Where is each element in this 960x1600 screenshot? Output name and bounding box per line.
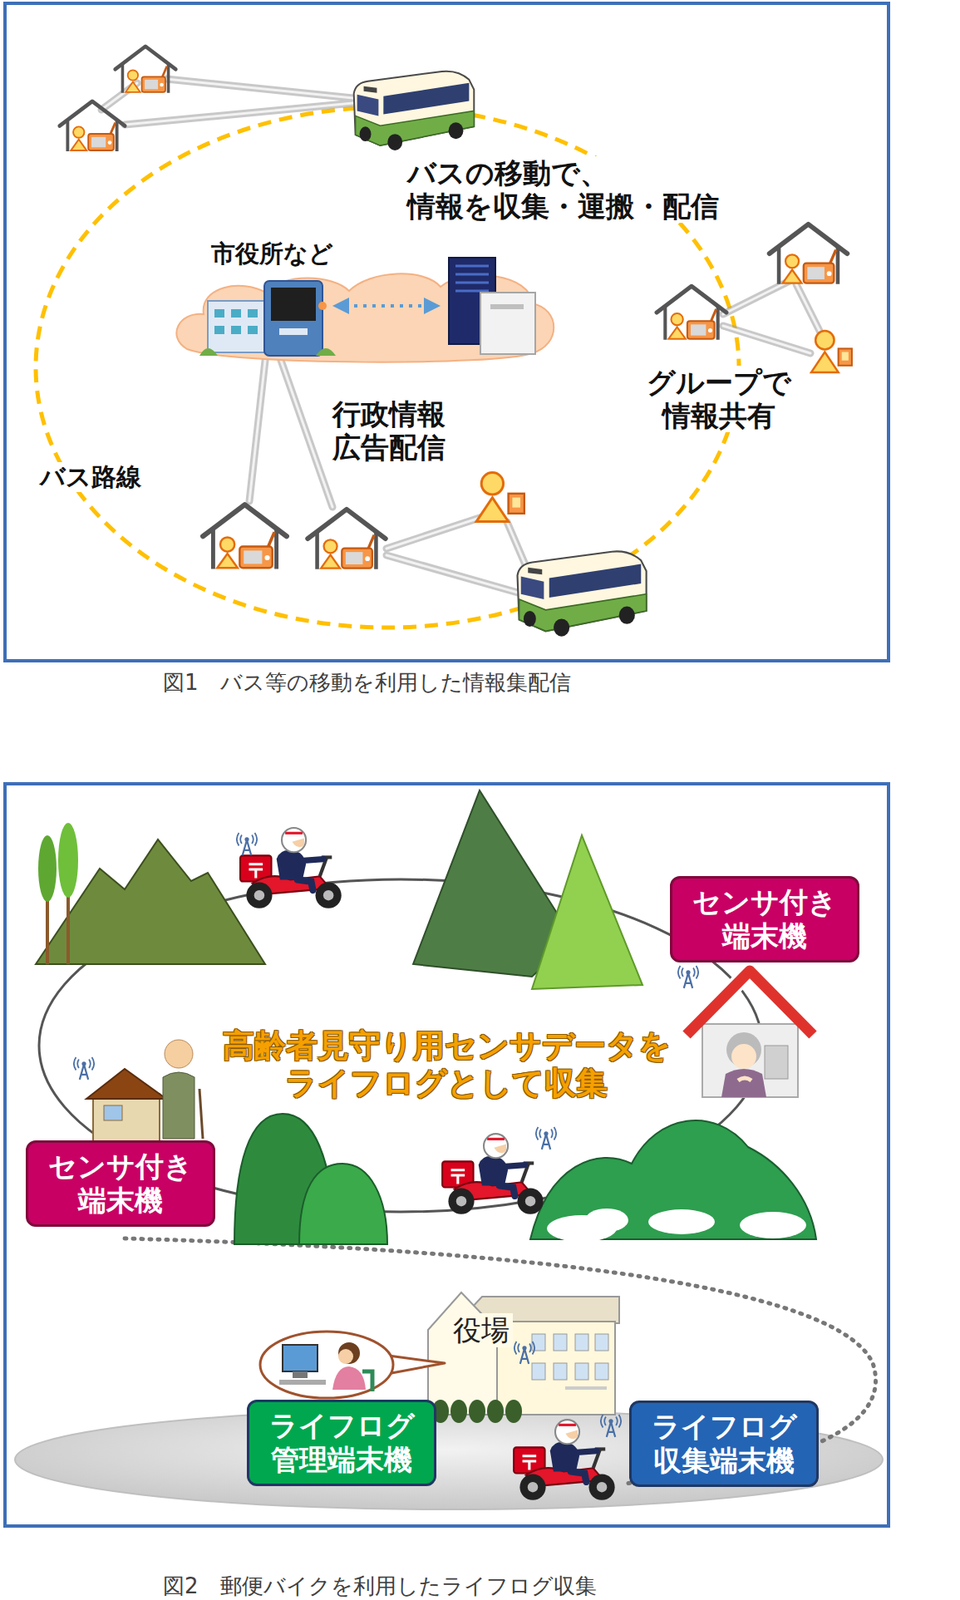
box-text: ライフログ 管理端末機: [262, 1408, 421, 1477]
figure-label: グループで 情報共有: [636, 365, 802, 433]
terminal-box: ライフログ 管理端末機: [246, 1399, 437, 1487]
place-label: 市役所など: [211, 239, 334, 269]
figure-heading: 高齢者見守り用センサデータを ライフログとして収集: [216, 1027, 678, 1103]
box-text: ライフログ 収集端末機: [644, 1409, 803, 1478]
figure-label: 行政情報 広告配信: [329, 397, 466, 464]
terminal-box: ライフログ 収集端末機: [629, 1400, 819, 1487]
terminal-box: センサ付き 端末機: [25, 1140, 216, 1227]
route-label: バス路線: [36, 462, 145, 493]
building-label: 役場: [449, 1313, 513, 1348]
terminal-box: センサ付き 端末機: [669, 876, 860, 963]
box-text: センサ付き 端末機: [41, 1149, 200, 1218]
figure-caption: 図2 郵便バイクを利用したライフログ収集: [162, 1573, 597, 1600]
box-text: センサ付き 端末機: [685, 885, 844, 954]
figure-caption: 図1 バス等の移動を利用した情報集配信: [162, 669, 572, 696]
figure-label: バスの移動で、 情報を収集・運搬・配信: [403, 156, 739, 223]
